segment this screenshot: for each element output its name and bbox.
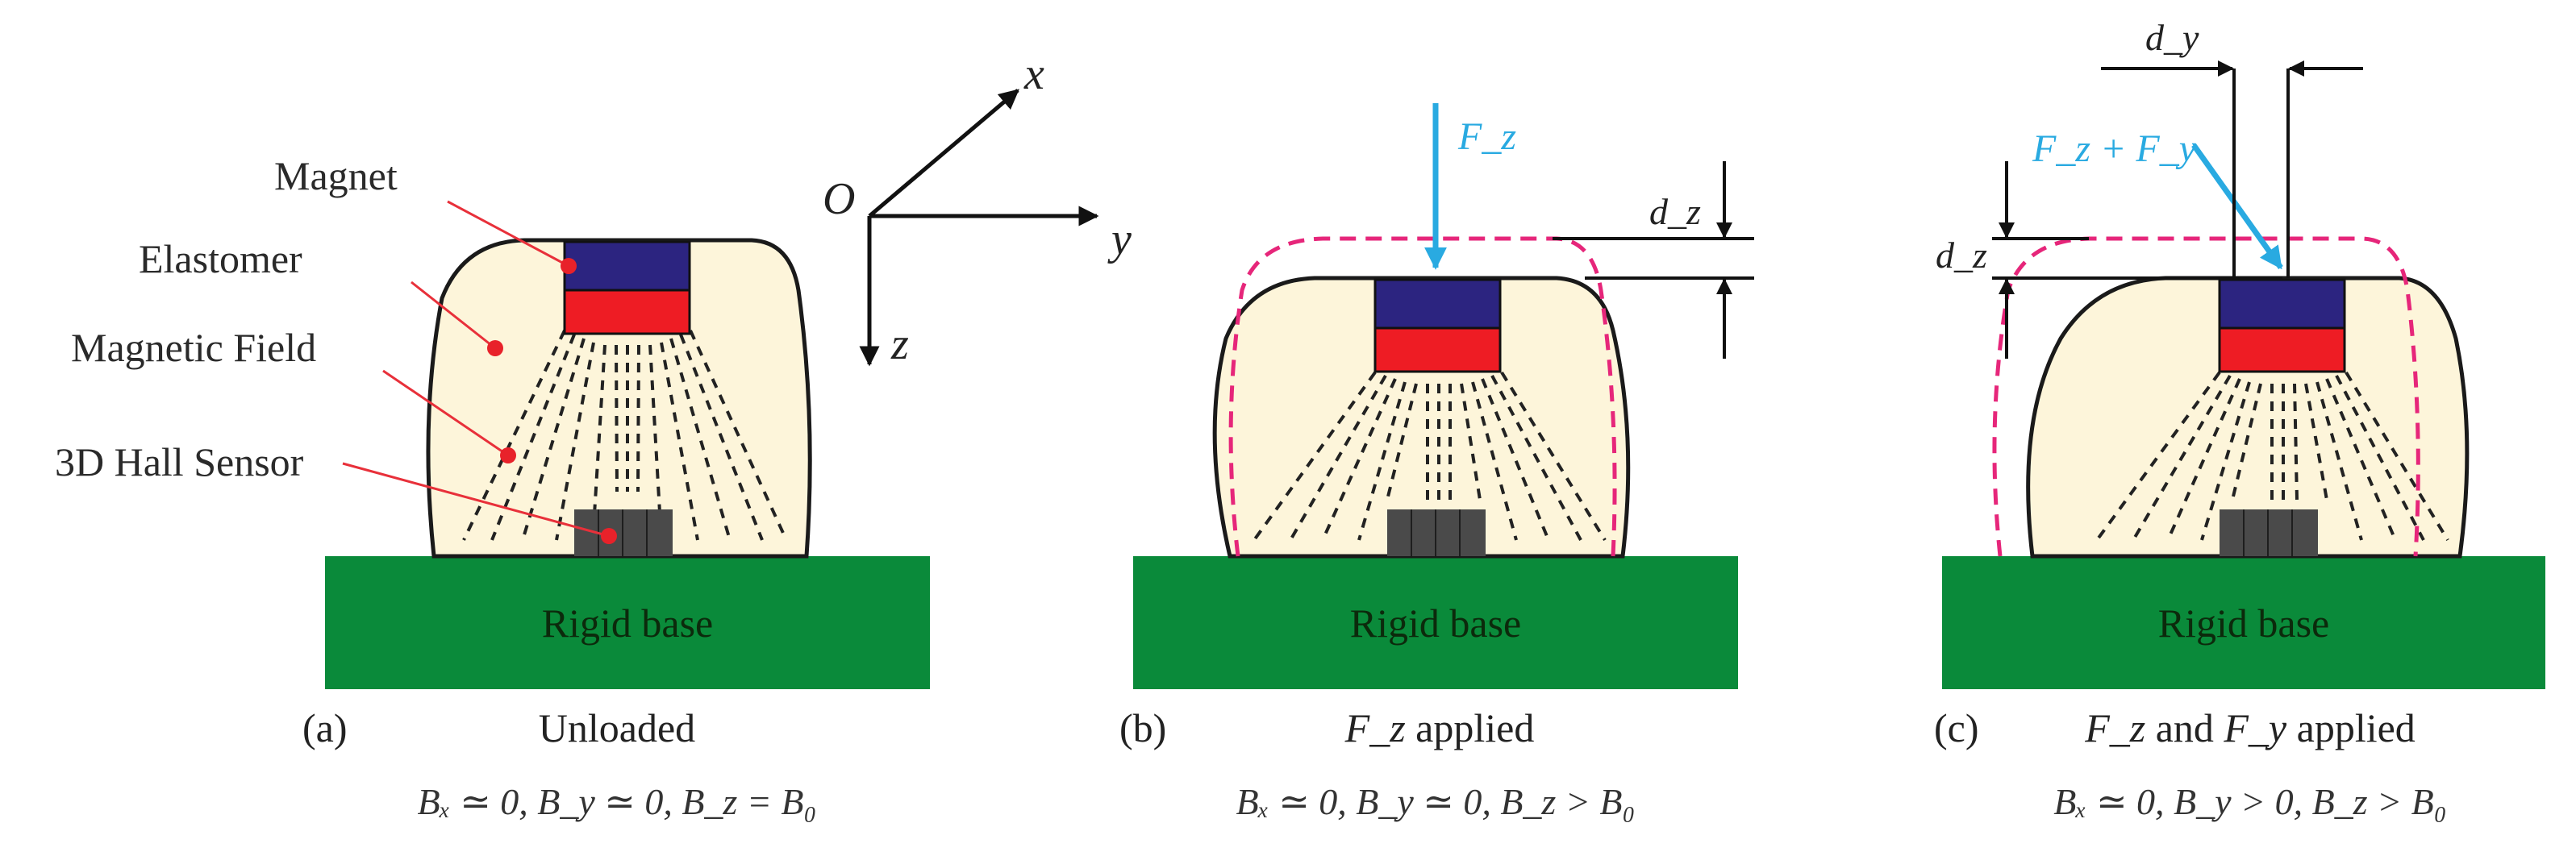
rigid-base-a bbox=[325, 556, 930, 689]
panel-b: Rigid base F_z d_z (b) F_z applied Bₓ ≃ … bbox=[1119, 103, 1754, 822]
panel-c-title-rest: applied bbox=[2286, 705, 2416, 750]
magnet-north-c bbox=[2218, 278, 2346, 330]
leader-lines-a bbox=[342, 200, 610, 538]
dz-label-c: d_z bbox=[1936, 235, 1987, 276]
force-arrow-c bbox=[2191, 143, 2283, 270]
rigid-base-c bbox=[1942, 556, 2545, 689]
elastomer-label: Elastomer bbox=[139, 236, 302, 281]
x-axis bbox=[868, 89, 1019, 218]
panel-c: Rigid base F_z + F_y d_z bbox=[1934, 17, 2545, 822]
elastomer-body-a bbox=[426, 238, 812, 559]
axis-z-label: z bbox=[890, 319, 909, 369]
dy-dimension-c bbox=[2101, 60, 2363, 278]
rigid-base-label-b: Rigid base bbox=[1350, 601, 1521, 646]
axis-origin-label: O bbox=[823, 174, 855, 224]
panel-a: Rigid base Magnet Elastomer bbox=[55, 153, 930, 822]
axis-x-label: x bbox=[1023, 49, 1044, 99]
panel-a-formula: Bₓ ≃ 0, B_y ≃ 0, B_z = B₀ bbox=[418, 781, 817, 822]
unloaded-outline-b bbox=[1228, 236, 1617, 557]
magnet-south-b bbox=[1373, 326, 1502, 373]
panel-b-title-symbol: F_z bbox=[1344, 705, 1406, 750]
coordinate-axes bbox=[859, 89, 1099, 367]
dz-dimension-b bbox=[1553, 161, 1754, 359]
panel-c-title-symbol-2: F_y bbox=[2223, 705, 2287, 750]
panel-a-letter: (a) bbox=[302, 705, 348, 750]
magnetic-field-lines-c bbox=[2095, 371, 2449, 542]
magnetic-field-lines-a bbox=[462, 330, 788, 541]
dz-label-b: d_z bbox=[1649, 191, 1701, 232]
panel-b-title: F_z applied bbox=[1344, 705, 1535, 750]
leader-dots-a bbox=[487, 258, 617, 544]
panel-c-title-symbol-1: F_z bbox=[2084, 705, 2145, 750]
panel-b-formula: Bₓ ≃ 0, B_y ≃ 0, B_z > B₀ bbox=[1236, 781, 1636, 822]
panel-c-letter: (c) bbox=[1934, 705, 1979, 750]
elastomer-body-b bbox=[1212, 276, 1631, 559]
magnetic-field-label: Magnetic Field bbox=[71, 325, 316, 370]
hall-sensor-label: 3D Hall Sensor bbox=[55, 439, 304, 484]
panel-c-title-and: and bbox=[2145, 705, 2224, 750]
magnetic-field-lines-b bbox=[1253, 371, 1607, 542]
magnet-north-b bbox=[1373, 278, 1502, 330]
panel-c-title: F_z and F_y applied bbox=[2084, 705, 2416, 750]
force-label-c: F_z + F_y bbox=[2032, 127, 2197, 170]
magnet-north-a bbox=[563, 240, 691, 292]
magnet-label: Magnet bbox=[274, 153, 398, 198]
axis-y-label: y bbox=[1107, 214, 1132, 264]
dy-label-c: d_y bbox=[2145, 17, 2199, 58]
rigid-base-label-c: Rigid base bbox=[2158, 601, 2329, 646]
magnet-south-c bbox=[2218, 326, 2346, 373]
panel-b-letter: (b) bbox=[1119, 705, 1166, 750]
panel-c-formula: Bₓ ≃ 0, B_y > 0, B_z > B₀ bbox=[2053, 781, 2446, 822]
rigid-base-b bbox=[1133, 556, 1738, 689]
panel-a-title: Unloaded bbox=[539, 705, 695, 750]
rigid-base-label-a: Rigid base bbox=[542, 601, 713, 646]
panel-b-title-rest: applied bbox=[1406, 705, 1535, 750]
force-label-b: F_z bbox=[1457, 115, 1516, 158]
magnet-south-a bbox=[563, 289, 691, 335]
